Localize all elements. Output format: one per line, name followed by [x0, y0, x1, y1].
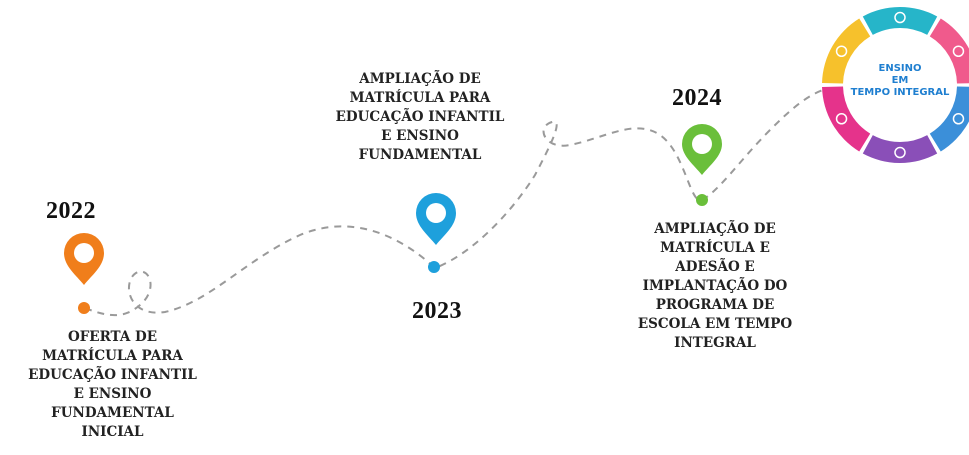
- year-2023: 2023: [412, 298, 462, 324]
- pin-2023: [416, 193, 456, 273]
- badge-segment-icon: [835, 113, 848, 125]
- ensino-tempo-integral-badge: [822, 7, 969, 163]
- badge-segment-icon: [835, 45, 848, 57]
- badge-center: [845, 30, 955, 140]
- badge-label: ENSINO EM TEMPO INTEGRAL: [850, 63, 950, 98]
- year-2022: 2022: [46, 198, 96, 224]
- milestone-2022-description: OFERTA DE MATRÍCULA PARA EDUCAÇÃO INFANT…: [28, 329, 197, 440]
- badge-segment: [929, 86, 969, 152]
- badge-segment: [929, 18, 969, 84]
- milestone-2024-description: AMPLIAÇÃO DE MATRÍCULA E ADESÃO E IMPLAN…: [637, 221, 793, 351]
- badge-segment: [862, 7, 938, 35]
- badge-segment-icon: [894, 146, 906, 159]
- pin-2022: [64, 233, 104, 314]
- pin-2024: [682, 124, 722, 206]
- badge-segment-icon: [894, 11, 906, 24]
- badge-segment: [862, 135, 938, 163]
- badge-segment-icon: [952, 113, 965, 125]
- year-2024: 2024: [672, 85, 722, 111]
- timeline-path: [84, 87, 831, 317]
- badge-segment-icon: [952, 45, 965, 57]
- milestone-2023-description: AMPLIAÇÃO DE MATRÍCULA PARA EDUCAÇÃO INF…: [335, 71, 505, 163]
